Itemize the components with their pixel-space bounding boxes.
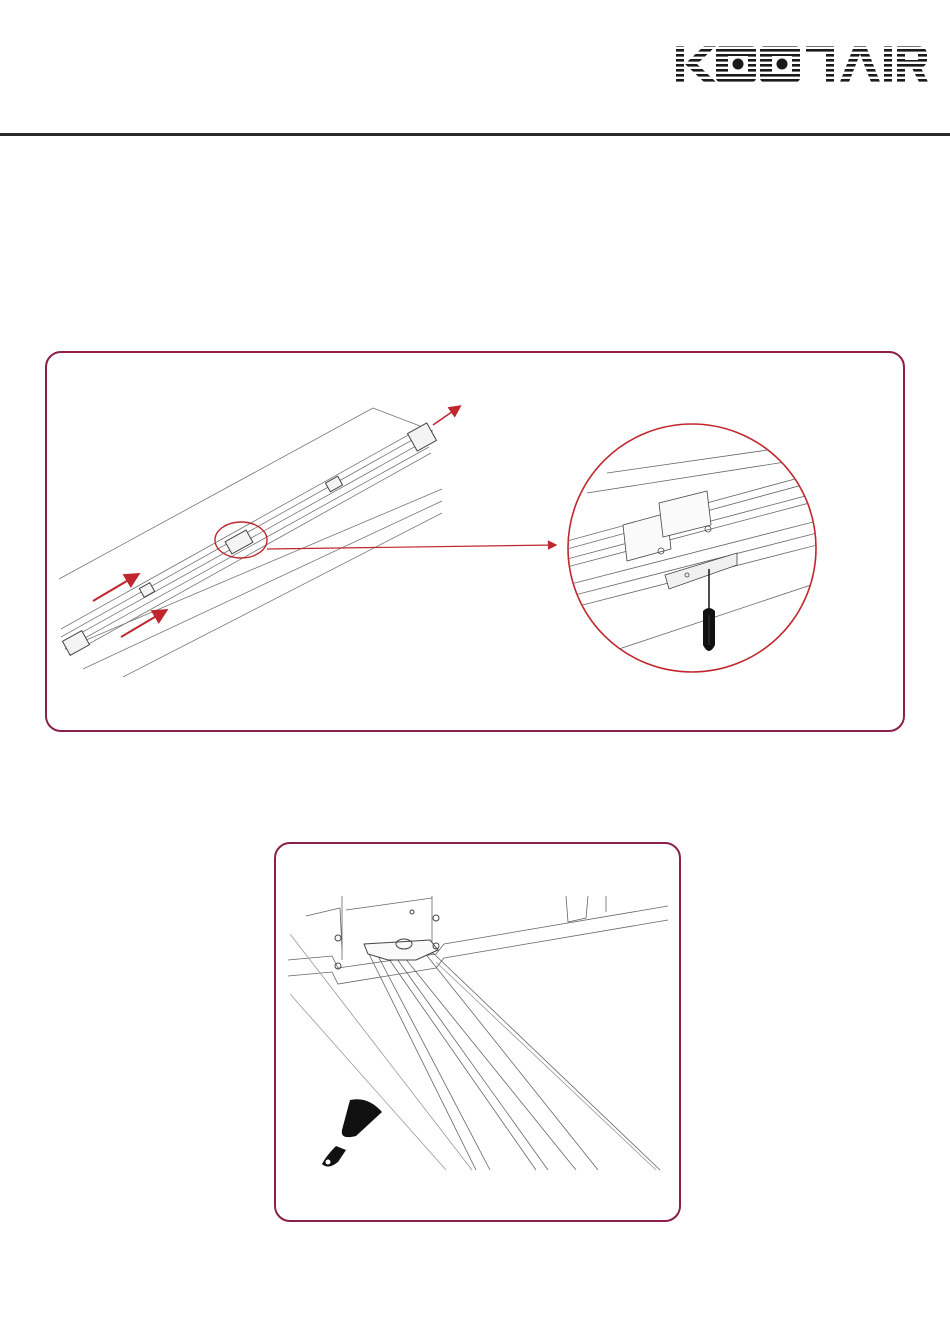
joint-drawing xyxy=(276,844,681,1222)
putty-knife-icon xyxy=(322,1099,382,1166)
push-arrow-icon xyxy=(121,611,165,637)
pull-arrow-icon xyxy=(433,407,459,425)
rail-drawing xyxy=(47,353,905,732)
header-rule xyxy=(0,133,950,136)
callout-leader xyxy=(267,545,555,549)
figure-joint-finishing xyxy=(274,842,681,1222)
koolair-logo xyxy=(676,44,928,84)
push-arrow-icon xyxy=(93,575,137,601)
figure-rail-installation xyxy=(45,351,905,732)
detail-magnifier xyxy=(567,424,817,672)
